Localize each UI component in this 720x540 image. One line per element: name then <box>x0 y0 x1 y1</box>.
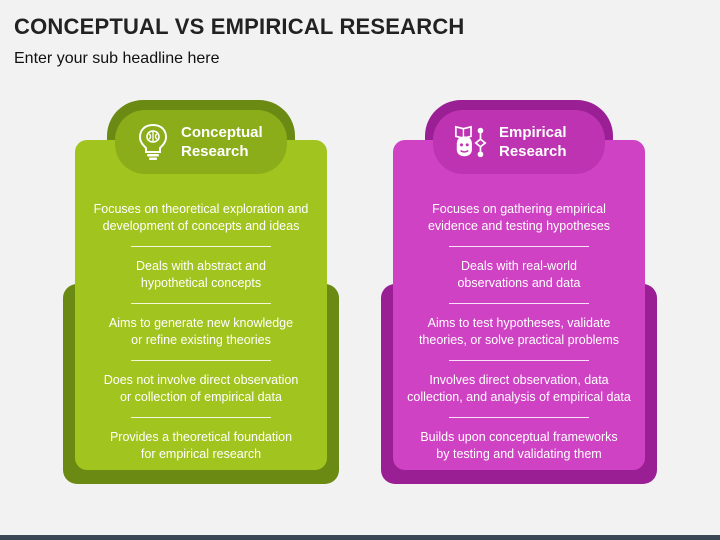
page-title: CONCEPTUAL VS EMPIRICAL RESEARCH <box>14 14 465 39</box>
conceptual-item-list: Focuses on theoretical exploration and d… <box>75 190 327 474</box>
item-text-line2: by testing and validating them <box>436 447 602 461</box>
divider <box>449 360 589 361</box>
list-item: Focuses on theoretical exploration and d… <box>75 190 327 246</box>
item-text-line2: theories, or solve practical problems <box>418 333 620 347</box>
conceptual-label-line1: Conceptual <box>181 124 263 141</box>
empirical-header-label: Empirical Research <box>499 123 567 161</box>
divider <box>131 360 271 361</box>
item-text-line1: Focuses on theoretical exploration and <box>93 202 309 216</box>
divider <box>449 246 589 247</box>
item-text-line2: evidence and testing hypotheses <box>427 219 611 233</box>
list-item: Does not involve direct observation or c… <box>75 361 327 417</box>
item-text-line1: Deals with real-world <box>460 259 577 273</box>
empirical-label-line1: Empirical <box>499 124 567 141</box>
item-text-line1: Deals with abstract and <box>136 259 266 273</box>
list-item: Builds upon conceptual frameworks by tes… <box>393 418 645 474</box>
list-item: Aims to generate new knowledge or refine… <box>75 304 327 360</box>
list-item: Deals with abstract and hypothetical con… <box>75 247 327 303</box>
page-subtitle: Enter your sub headline here <box>14 50 220 67</box>
list-item: Involves direct observation, data collec… <box>393 361 645 417</box>
empirical-card: Empirical Research Focuses on gathering … <box>381 100 657 484</box>
head-book-icon <box>453 122 489 162</box>
item-text-line2: or collection of empirical data <box>120 390 282 404</box>
conceptual-header-label: Conceptual Research <box>181 123 263 161</box>
item-text-line1: Builds upon conceptual frameworks <box>420 430 618 444</box>
divider <box>131 303 271 304</box>
list-item: Focuses on gathering empirical evidence … <box>393 190 645 246</box>
list-item: Aims to test hypotheses, validate theori… <box>393 304 645 360</box>
item-text-line1: Focuses on gathering empirical <box>432 202 606 216</box>
item-text-line1: Does not involve direct observation <box>103 373 299 387</box>
item-text-line1: Provides a theoretical foundation <box>109 430 293 444</box>
divider <box>449 417 589 418</box>
empirical-label-line2: Research <box>499 143 567 160</box>
item-text-line1: Aims to test hypotheses, validate <box>427 316 611 330</box>
empirical-item-list: Focuses on gathering empirical evidence … <box>393 190 645 474</box>
list-item: Provides a theoretical foundation for em… <box>75 418 327 474</box>
item-text-line2: collection, and analysis of empirical da… <box>407 390 631 404</box>
conceptual-card: Conceptual Research Focuses on theoretic… <box>63 100 339 484</box>
item-text-line2: or refine existing theories <box>131 333 271 347</box>
divider <box>131 246 271 247</box>
list-item: Deals with real-world observations and d… <box>393 247 645 303</box>
footer-bar <box>0 535 720 540</box>
conceptual-label-line2: Research <box>181 143 249 160</box>
lightbulb-brain-icon <box>135 122 171 162</box>
empirical-card-panel <box>393 140 645 470</box>
item-text-line2: observations and data <box>457 276 581 290</box>
item-text-line2: hypothetical concepts <box>140 276 262 290</box>
divider <box>131 417 271 418</box>
item-text-line1: Involves direct observation, data <box>429 373 609 387</box>
item-text-line1: Aims to generate new knowledge <box>108 316 294 330</box>
divider <box>449 303 589 304</box>
item-text-line2: for empirical research <box>140 447 262 461</box>
item-text-line2: development of concepts and ideas <box>102 219 300 233</box>
conceptual-header: Conceptual Research <box>115 110 287 174</box>
empirical-header: Empirical Research <box>433 110 605 174</box>
conceptual-card-panel <box>75 140 327 470</box>
